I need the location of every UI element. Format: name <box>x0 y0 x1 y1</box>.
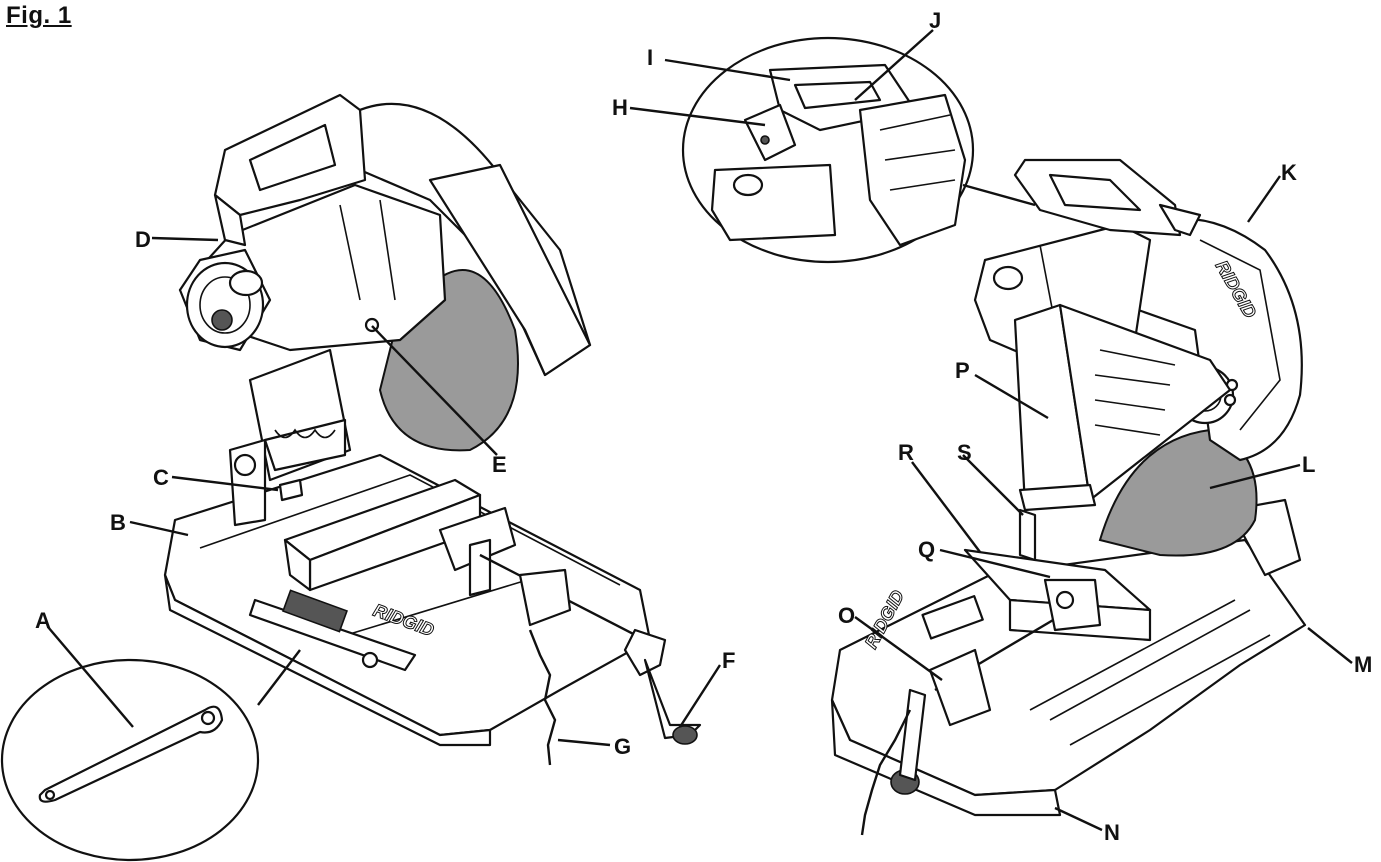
leader-A <box>47 626 134 728</box>
right-saw: RIDGID RIDGID <box>681 36 1307 836</box>
label-O: O <box>838 603 855 628</box>
leader-J <box>854 29 934 101</box>
leader-K <box>1247 175 1281 223</box>
label-J: J <box>929 8 941 33</box>
leader-B <box>129 520 189 537</box>
label-N: N <box>1104 820 1120 845</box>
label-L: L <box>1302 452 1315 477</box>
label-M: M <box>1354 652 1372 677</box>
left-vise-chain <box>528 629 557 766</box>
wrench <box>38 705 224 803</box>
leader-N <box>1054 806 1103 832</box>
label-G: G <box>614 734 631 759</box>
right-vise-chain <box>860 709 912 836</box>
label-E: E <box>492 452 507 477</box>
leader-F <box>678 664 722 728</box>
leader-M <box>1307 627 1353 664</box>
label-R: R <box>898 440 914 465</box>
label-P: P <box>955 358 970 383</box>
right-vise <box>890 578 1102 795</box>
leader-C <box>171 475 279 492</box>
left-base-plate <box>248 598 417 672</box>
left-wrench-storage <box>282 589 348 633</box>
label-S: S <box>957 440 972 465</box>
leader-O <box>854 616 943 681</box>
label-K: K <box>1281 160 1297 185</box>
leader-P <box>974 373 1049 420</box>
left-base-plinth <box>163 573 492 747</box>
left-handle <box>213 93 367 247</box>
label-C: C <box>153 465 169 490</box>
leader-S <box>962 454 1024 516</box>
label-D: D <box>135 227 151 252</box>
left-motor <box>178 183 447 352</box>
right-handle <box>1013 158 1202 237</box>
figure-title: Fig. 1 <box>6 2 72 29</box>
leader-Q <box>939 548 1051 579</box>
label-Q: Q <box>918 537 935 562</box>
label-B: B <box>110 510 126 535</box>
leader-I <box>664 58 791 82</box>
label-I: I <box>647 45 653 70</box>
right-arm <box>1013 303 1232 512</box>
left-pivot-assembly <box>228 348 352 527</box>
right-handle-inset <box>681 36 1036 264</box>
leader-E <box>371 325 498 456</box>
left-vise <box>438 506 702 745</box>
leader-H <box>629 106 766 127</box>
callout-lines <box>47 29 1353 832</box>
leader-L <box>1209 463 1301 490</box>
left-wrench-inset <box>0 649 301 862</box>
leader-D <box>151 236 219 242</box>
leader-G <box>557 738 611 747</box>
label-H: H <box>612 95 628 120</box>
label-A: A <box>35 608 51 633</box>
callout-labels: D E C B A F G H I J K P L R S Q O M N <box>35 8 1372 845</box>
left-saw: RIDGID <box>0 93 702 862</box>
label-F: F <box>722 648 735 673</box>
right-blade-guard <box>1108 217 1303 462</box>
leader-R <box>911 461 981 553</box>
